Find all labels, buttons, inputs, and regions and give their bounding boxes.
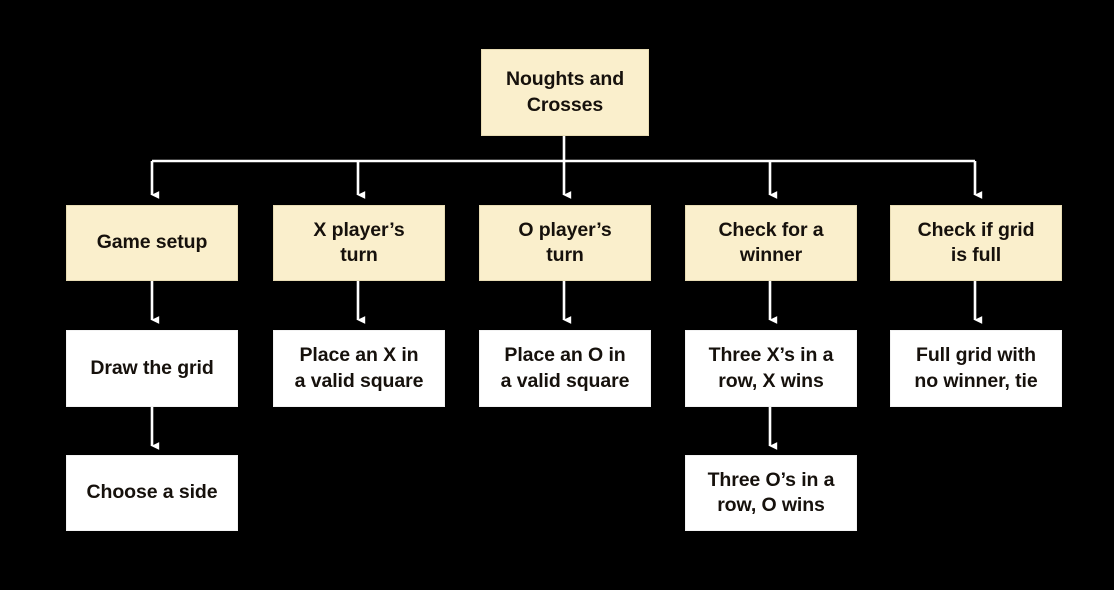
node-label: Three X’s in a row, X wins bbox=[708, 344, 834, 392]
node-label: O player’s turn bbox=[518, 218, 612, 266]
node-game-setup[interactable]: Game setup bbox=[66, 205, 238, 281]
node-three-x-in-a-row[interactable]: Three X’s in a row, X wins bbox=[685, 330, 857, 407]
node-label: Check for a winner bbox=[718, 218, 824, 266]
node-place-an-x[interactable]: Place an X in a valid square bbox=[273, 330, 445, 407]
node-label: Noughts and Crosses bbox=[505, 68, 625, 116]
node-check-for-a-winner[interactable]: Check for a winner bbox=[685, 205, 857, 281]
node-check-if-grid-is-full[interactable]: Check if grid is full bbox=[890, 205, 1062, 281]
node-place-an-o[interactable]: Place an O in a valid square bbox=[479, 330, 651, 407]
node-label: Three O’s in a row, O wins bbox=[707, 468, 835, 516]
node-label: Draw the grid bbox=[90, 356, 214, 379]
node-label: Game setup bbox=[96, 231, 208, 254]
node-label: X player’s turn bbox=[313, 218, 405, 266]
node-label: Full grid with no winner, tie bbox=[914, 344, 1038, 392]
node-label: Place an O in a valid square bbox=[500, 344, 630, 392]
node-noughts-and-crosses[interactable]: Noughts and Crosses bbox=[481, 49, 649, 136]
node-o-players-turn[interactable]: O player’s turn bbox=[479, 205, 651, 281]
node-full-grid-no-winner[interactable]: Full grid with no winner, tie bbox=[890, 330, 1062, 407]
node-three-o-in-a-row[interactable]: Three O’s in a row, O wins bbox=[685, 455, 857, 531]
node-draw-the-grid[interactable]: Draw the grid bbox=[66, 330, 238, 407]
node-choose-a-side[interactable]: Choose a side bbox=[66, 455, 238, 531]
node-x-players-turn[interactable]: X player’s turn bbox=[273, 205, 445, 281]
node-label: Check if grid is full bbox=[917, 218, 1035, 266]
node-label: Choose a side bbox=[86, 481, 218, 504]
node-label: Place an X in a valid square bbox=[294, 344, 424, 392]
